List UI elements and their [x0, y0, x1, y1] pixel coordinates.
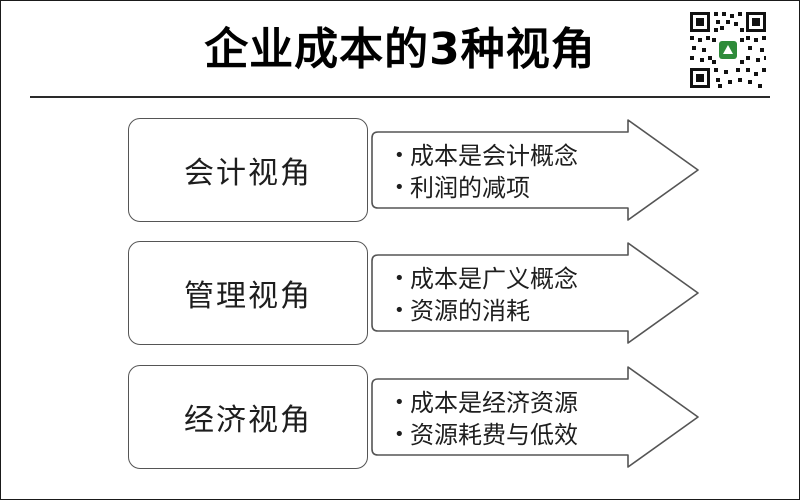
list-item: •成本是广义概念	[394, 263, 578, 295]
arrow-shape	[370, 118, 700, 222]
perspective-economic: 经济视角 •成本是经济资源 •资源耗费与低效	[0, 365, 800, 475]
bullet-dot-icon: •	[394, 392, 405, 413]
bullet-dot-icon: •	[394, 424, 405, 445]
perspective-label: 会计视角	[128, 118, 368, 222]
list-item: •资源耗费与低效	[394, 419, 578, 451]
list-item: •成本是经济资源	[394, 387, 578, 419]
perspective-accounting: 会计视角 •成本是会计概念 •利润的减项	[0, 118, 800, 228]
bullet-dot-icon: •	[394, 177, 405, 198]
point-list: •成本是会计概念 •利润的减项	[394, 140, 578, 204]
perspective-management: 管理视角 •成本是广义概念 •资源的消耗	[0, 241, 800, 351]
title-divider	[30, 96, 770, 98]
perspective-label: 经济视角	[128, 365, 368, 469]
list-item: •资源的消耗	[394, 295, 578, 327]
point-text: 成本是广义概念	[410, 265, 578, 293]
perspective-label: 管理视角	[128, 241, 368, 345]
arrow-shape	[370, 365, 700, 469]
list-item: •成本是会计概念	[394, 140, 578, 172]
point-text: 利润的减项	[410, 174, 530, 202]
point-text: 成本是经济资源	[410, 389, 578, 417]
point-text: 成本是会计概念	[410, 142, 578, 170]
point-list: •成本是经济资源 •资源耗费与低效	[394, 387, 578, 451]
page-title: 企业成本的3种视角	[204, 24, 596, 75]
qr-code-icon	[688, 10, 768, 90]
bullet-dot-icon: •	[394, 145, 405, 166]
point-list: •成本是广义概念 •资源的消耗	[394, 263, 578, 327]
arrow-shape	[370, 241, 700, 345]
bullet-dot-icon: •	[394, 268, 405, 289]
point-text: 资源耗费与低效	[410, 421, 578, 449]
bullet-dot-icon: •	[394, 300, 405, 321]
point-text: 资源的消耗	[410, 297, 530, 325]
list-item: •利润的减项	[394, 172, 578, 204]
